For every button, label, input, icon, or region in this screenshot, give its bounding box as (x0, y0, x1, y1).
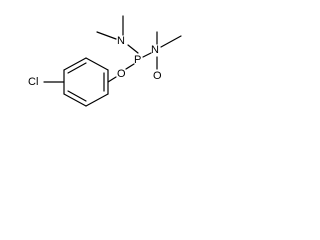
p-n-bond (127, 44, 139, 54)
oxide-oxygen-atom-label: O (153, 70, 162, 82)
benzene-ring (63, 57, 109, 107)
n-methyl-bond (96, 31, 117, 40)
ring-bond (85, 93, 109, 107)
ether-oxygen-atom-label: O (117, 68, 126, 80)
ring-bond (63, 93, 87, 107)
right-nitrogen-atom-label: N (151, 44, 159, 56)
ring-double-bond (67, 62, 87, 74)
ring-bond (63, 57, 87, 71)
ring-double-bond (67, 90, 87, 102)
phosphorus-atom-label: P (134, 54, 141, 66)
p-n-bond (142, 52, 152, 58)
o-p-bond (125, 63, 135, 70)
c-o-bond (107, 76, 117, 83)
ring-bond (85, 57, 109, 71)
n-methyl-bond (160, 35, 182, 48)
chemical-structure: Cl O P N N O (28, 15, 182, 107)
chlorine-atom-label: Cl (28, 76, 38, 88)
upper-nitrogen-atom-label: N (117, 35, 125, 47)
